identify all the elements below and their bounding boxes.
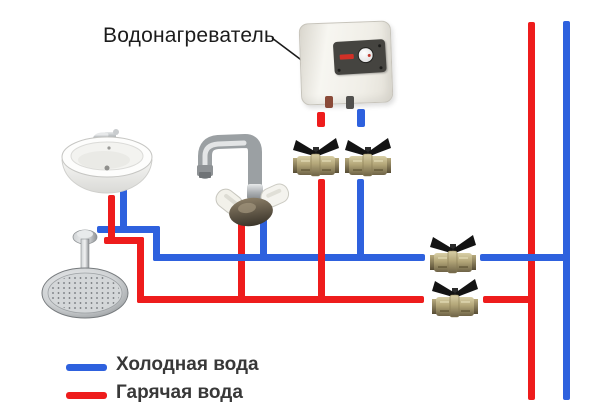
sink bbox=[61, 129, 153, 194]
heater-hot-outlet bbox=[325, 96, 333, 108]
pipe-hot-sink-drop bbox=[108, 195, 115, 244]
heater-thermostat-dial bbox=[357, 46, 375, 64]
pointer-line bbox=[271, 37, 305, 63]
pipe-hot-main-right bbox=[483, 296, 535, 303]
pipe-cold-faucet-drop bbox=[260, 218, 267, 261]
pipe-hot-faucet-drop bbox=[238, 222, 245, 303]
legend-hot-label: Гарячая вода bbox=[116, 382, 243, 403]
legend-cold-label: Холодная вода bbox=[116, 354, 259, 375]
pipe-hot-main-left bbox=[137, 296, 424, 303]
screw-icon bbox=[378, 44, 382, 48]
pipe-cold-sink-branch bbox=[97, 226, 160, 233]
faucet bbox=[197, 133, 290, 227]
shower-nozzles bbox=[50, 274, 120, 312]
diagram-title: Водонагреватель bbox=[103, 24, 276, 47]
pipe-hot-left-down bbox=[137, 237, 144, 303]
pipe-cold-sink-drop bbox=[120, 188, 127, 233]
screw-icon bbox=[337, 68, 341, 72]
screw-icon bbox=[379, 66, 383, 70]
pipe-cold-heater-stub bbox=[357, 109, 365, 127]
valve-hot-main bbox=[432, 275, 478, 321]
sink-overflow-hole bbox=[104, 165, 110, 171]
pipe-cold-heater-drop bbox=[357, 179, 364, 261]
legend-hot-swatch bbox=[66, 392, 107, 399]
pipe-hot-riser bbox=[528, 22, 535, 400]
dial-marker bbox=[367, 53, 371, 58]
shower-arm bbox=[80, 238, 90, 271]
pipe-hot-heater-drop bbox=[318, 179, 325, 303]
pipe-cold-main-right bbox=[480, 254, 570, 261]
shower-head bbox=[41, 229, 129, 319]
heater-cold-inlet bbox=[346, 96, 354, 109]
heater-control-panel bbox=[332, 38, 387, 76]
water-heater bbox=[298, 20, 394, 106]
legend-cold-swatch bbox=[66, 364, 107, 371]
faucet-handle-right bbox=[260, 183, 290, 208]
pipe-hot-sink-branch bbox=[104, 237, 144, 244]
pipe-cold-riser bbox=[563, 21, 570, 400]
pipe-cold-main-left bbox=[153, 254, 425, 261]
valve-heater-hot bbox=[293, 134, 339, 180]
valve-cold-main bbox=[430, 231, 476, 277]
pipe-cold-left-down bbox=[153, 226, 160, 261]
faucet-aerator bbox=[199, 172, 211, 178]
valve-heater-cold bbox=[345, 134, 391, 180]
pipe-hot-heater-stub bbox=[317, 112, 325, 127]
heater-brand-logo bbox=[339, 53, 354, 60]
